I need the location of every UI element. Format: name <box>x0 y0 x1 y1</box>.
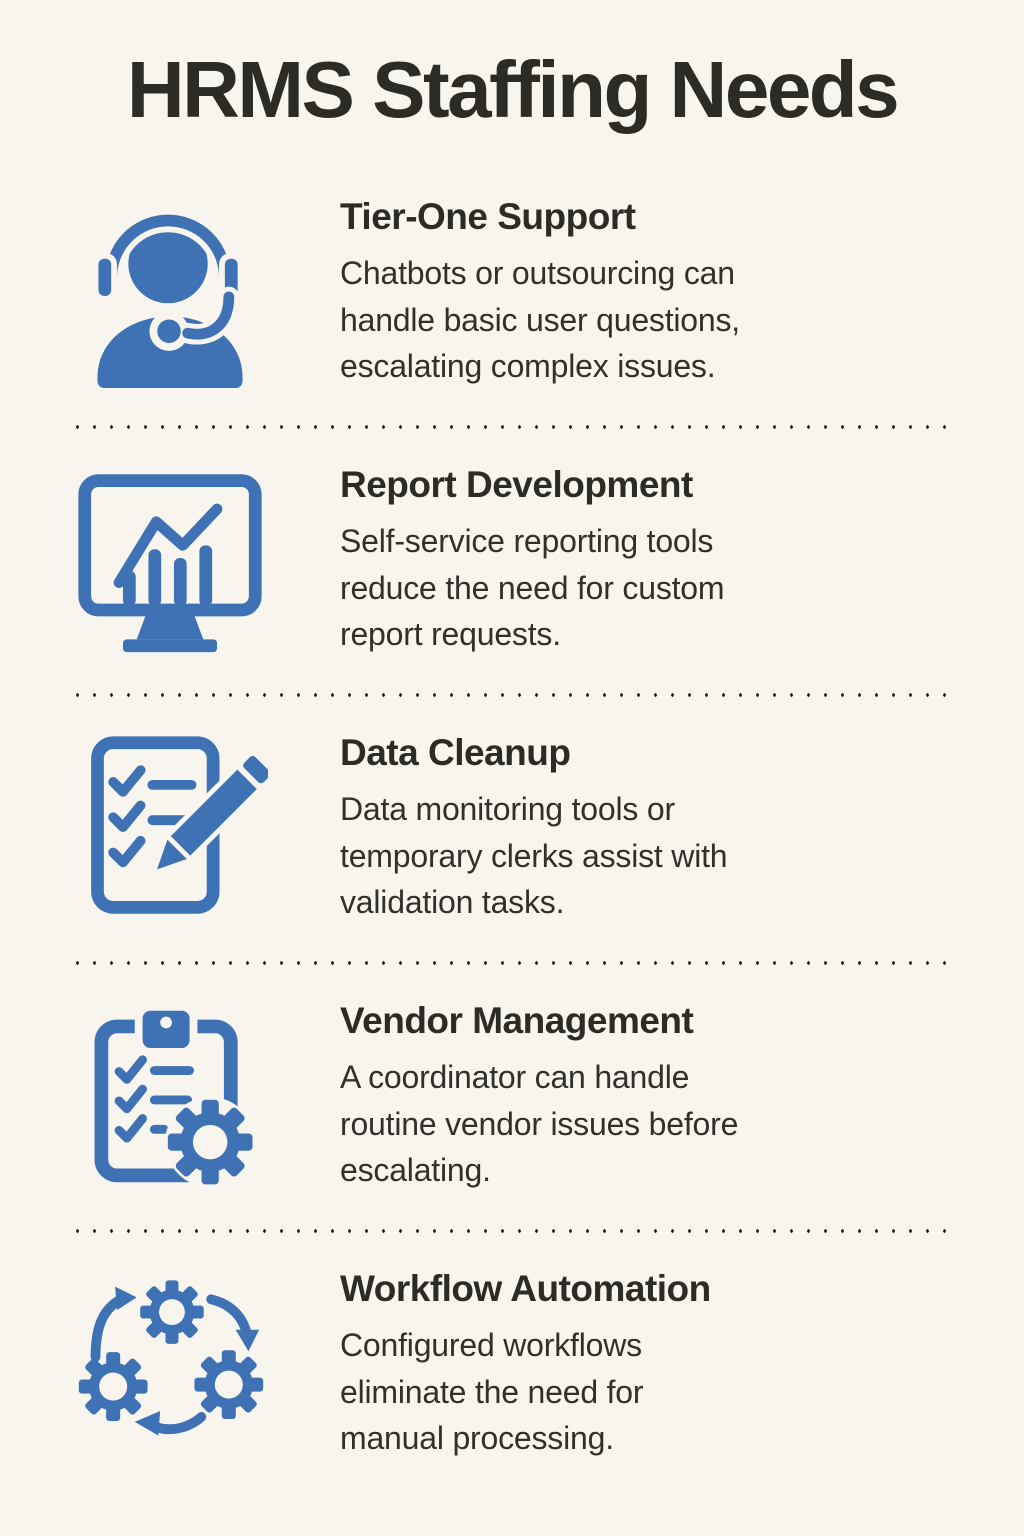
section-description: Configured workflows eliminate the need … <box>340 1327 644 1457</box>
section-description: Chatbots or outsourcing can handle basic… <box>340 255 740 385</box>
section-text: Data Cleanup Data monitoring tools or te… <box>340 732 1024 925</box>
section-workflow-automation: Workflow Automation Configured workflows… <box>0 1236 1024 1494</box>
section-data-cleanup: Data Cleanup Data monitoring tools or te… <box>0 700 1024 958</box>
monitor-chart-icon <box>0 463 340 659</box>
section-description: A coordinator can handle routine vendor … <box>340 1059 739 1189</box>
section-description: Data monitoring tools or temporary clerk… <box>340 791 728 921</box>
section-title: Tier-One Support <box>340 196 636 238</box>
dotted-divider <box>69 958 955 968</box>
section-description: Self-service reporting tools reduce the … <box>340 523 725 653</box>
section-text: Tier-One Support Chatbots or outsourcing… <box>340 196 1024 389</box>
page-title: HRMS Staffing Needs <box>126 45 900 134</box>
section-title: Report Development <box>340 464 693 506</box>
section-text: Vendor Management A coordinator can hand… <box>340 1000 1024 1193</box>
clipboard-gear-icon <box>0 999 340 1195</box>
headset-agent-icon <box>0 195 340 391</box>
section-title: Data Cleanup <box>340 732 571 774</box>
section-title: Workflow Automation <box>340 1268 711 1310</box>
section-tier-one-support: Tier-One Support Chatbots or outsourcing… <box>0 164 1024 422</box>
section-vendor-management: Vendor Management A coordinator can hand… <box>0 968 1024 1226</box>
dotted-divider <box>69 422 955 432</box>
section-text: Report Development Self-service reportin… <box>340 464 1024 657</box>
section-title: Vendor Management <box>340 1000 694 1042</box>
checklist-pencil-icon <box>0 731 340 927</box>
section-report-development: Report Development Self-service reportin… <box>0 432 1024 690</box>
section-text: Workflow Automation Configured workflows… <box>340 1268 1024 1461</box>
dotted-divider <box>69 690 955 700</box>
workflow-gears-icon <box>0 1267 340 1463</box>
sections-list: Tier-One Support Chatbots or outsourcing… <box>0 164 1024 1494</box>
dotted-divider <box>69 1226 955 1236</box>
